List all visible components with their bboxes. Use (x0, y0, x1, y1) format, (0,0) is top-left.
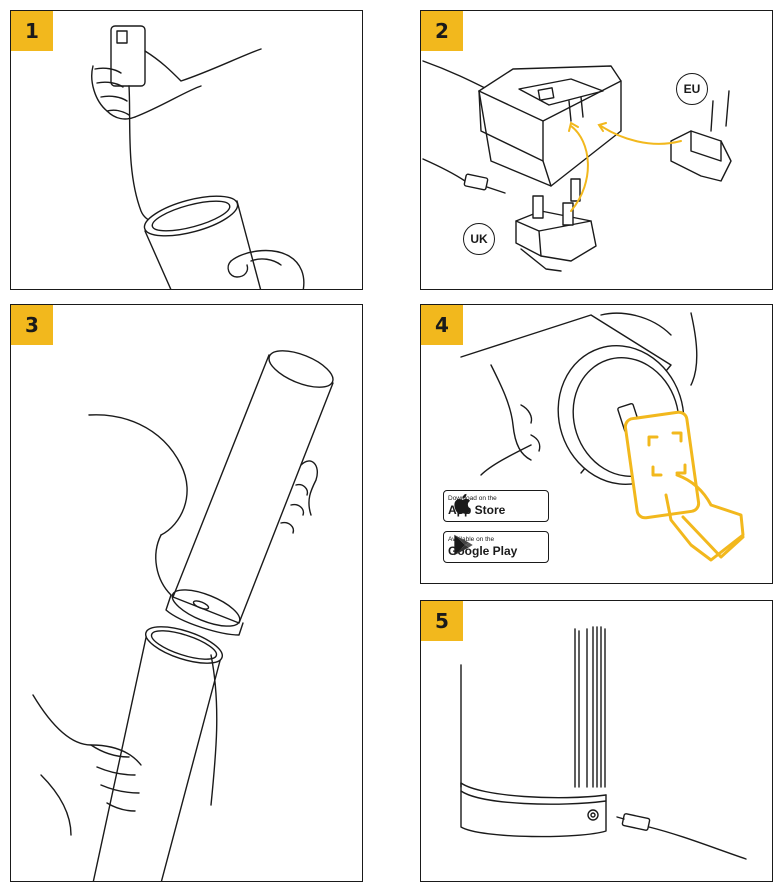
phone-scan-icon (623, 410, 745, 562)
google-play-icon (454, 534, 473, 556)
app-store-caption: Download on the (448, 494, 497, 502)
step-2-panel: 2 (420, 10, 773, 290)
google-play-caption: Available on the (448, 535, 495, 543)
step-number-badge: 3 (11, 305, 53, 345)
step-5-illustration (460, 626, 747, 860)
step-number-badge: 1 (11, 11, 53, 51)
step-5-panel: 5 (420, 600, 773, 882)
step-1-panel: 1 (10, 10, 363, 290)
step-3-panel: 3 (10, 304, 363, 882)
step-number-badge: 4 (421, 305, 463, 345)
step-1-illustration (91, 25, 305, 289)
step-3-illustration (32, 350, 334, 881)
step-2-illustration (422, 60, 732, 272)
step-number-badge: 2 (421, 11, 463, 51)
step-number-badge: 5 (421, 601, 463, 641)
step-4-panel: 4 Dow (420, 304, 773, 584)
step-4-illustration (460, 312, 745, 562)
google-play-button[interactable]: Available on the Google Play (443, 531, 549, 563)
apple-icon (454, 493, 471, 515)
app-store-button[interactable]: Download on the App Store (443, 490, 549, 522)
uk-plug-label: UK (463, 223, 495, 255)
eu-plug-label: EU (676, 73, 708, 105)
